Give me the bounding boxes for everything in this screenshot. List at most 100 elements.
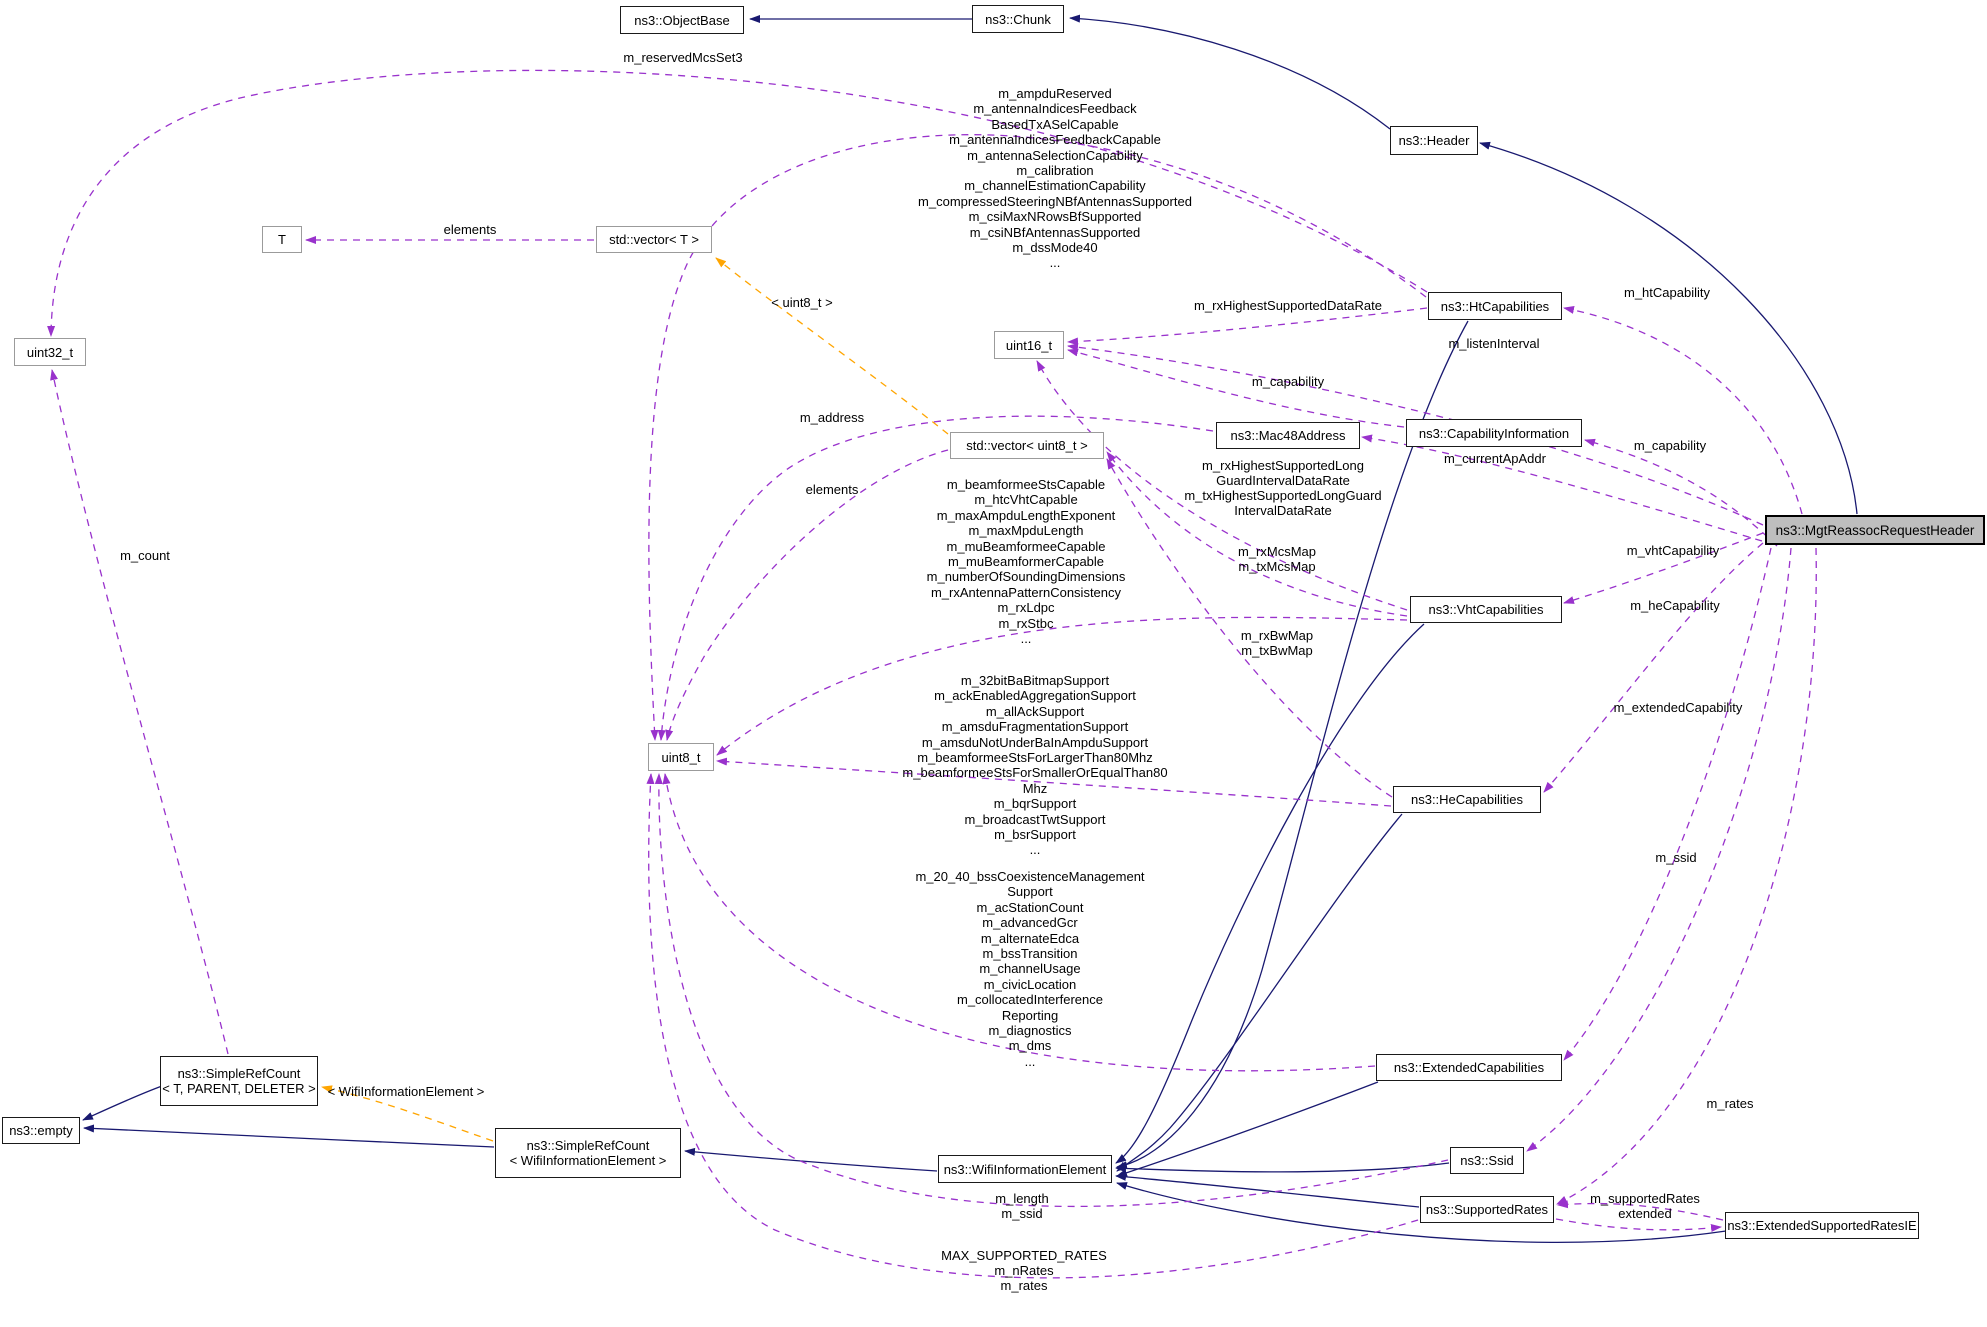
edge-usage-suprates-uint8-maxrates <box>646 773 1419 1279</box>
edge-label-extended: extended <box>1618 1206 1672 1221</box>
edge-label-elements-u8: elements <box>805 482 859 497</box>
node-vector-t-label: std::vector< T > <box>609 232 699 247</box>
edge-label-elements-t: elements <box>443 222 497 237</box>
edge-usage-extrates-suprates-supportedrates <box>1557 1200 1724 1221</box>
node-vhtcapabilities-label: ns3::VhtCapabilities <box>1428 602 1544 617</box>
edge-usage-mgt-mac48-currentapaddr <box>1361 434 1763 542</box>
edge-usage-mgt-ssid-ssid <box>1526 547 1792 1152</box>
node-vhtcapabilities[interactable]: ns3::VhtCapabilities <box>1410 596 1562 623</box>
node-uint8-label: uint8_t <box>661 749 701 765</box>
edge-label-hecapability: m_heCapability <box>1630 598 1720 613</box>
edge-label-capability-mgt: m_capability <box>1633 438 1707 453</box>
edge-usage-vht-uint8-members <box>716 616 1408 756</box>
node-ssid[interactable]: ns3::Ssid <box>1450 1147 1524 1174</box>
node-simplerefcount-wifiie[interactable]: ns3::SimpleRefCount < WifiInformationEle… <box>495 1128 681 1178</box>
node-uint8: uint8_t <box>648 743 714 771</box>
node-wifiinformationelement[interactable]: ns3::WifiInformationElement <box>938 1155 1112 1183</box>
edge-usage-vht-vectoru8-mcsmap <box>1106 451 1408 617</box>
node-header-label: ns3::Header <box>1398 133 1470 148</box>
edge-label-capability-uint16: m_capability <box>1251 374 1325 389</box>
edge-usage-ssid-uint8-lengthssid <box>654 773 1449 1208</box>
edge-inherit-extcap-wifiie <box>1116 1081 1379 1177</box>
edge-usage-htcap-uint16-rxhighest <box>1067 307 1428 346</box>
edge-inherit-suprates-wifiie <box>1115 1172 1420 1208</box>
edge-label-max-supported-rates: MAX_SUPPORTED_RATES m_nRates m_rates <box>941 1248 1107 1293</box>
edge-label-rates: m_rates <box>1706 1096 1754 1111</box>
edge-usage-htcap-uint32-reservedmcsset3 <box>47 69 1428 337</box>
node-empty[interactable]: ns3::empty <box>2 1117 80 1144</box>
edge-usage-capinfo-uint16-capability <box>1067 348 1405 428</box>
edge-usage-src1-uint32-count <box>50 369 229 1055</box>
node-htcapabilities[interactable]: ns3::HtCapabilities <box>1428 292 1562 320</box>
edge-label-template-wifiie: < WifiInformationElement > <box>327 1084 485 1099</box>
node-empty-label: ns3::empty <box>9 1123 73 1138</box>
node-chunk-label: ns3::Chunk <box>985 11 1051 27</box>
node-mgtreassocrequestheader[interactable]: ns3::MgtReassocRequestHeader <box>1765 515 1985 545</box>
node-htcapabilities-label: ns3::HtCapabilities <box>1440 298 1550 314</box>
node-vector-t: std::vector< T > <box>596 226 712 253</box>
node-uint16-label: uint16_t <box>1005 337 1053 353</box>
edge-label-rxhighestdatarate: m_rxHighestSupportedDataRate <box>1194 298 1382 313</box>
edge-label-template-uint8: < uint8_t > <box>771 295 833 310</box>
node-ssid-label: ns3::Ssid <box>1460 1153 1514 1168</box>
edge-usage-mgt-uint16-listeninterval <box>1067 343 1764 526</box>
edge-usage-extcap-uint8-members <box>662 773 1376 1072</box>
node-supportedrates-label: ns3::SupportedRates <box>1425 1202 1549 1217</box>
node-objectbase[interactable]: ns3::ObjectBase <box>620 6 744 34</box>
edge-inherit-vht-wifiie <box>1115 623 1425 1164</box>
edge-inherit-src1-empty <box>82 1085 163 1121</box>
node-simplerefcount-template[interactable]: ns3::SimpleRefCount < T, PARENT, DELETER… <box>160 1056 318 1106</box>
hecapabilities-members-label: m_32bitBaBitmapSupport m_ackEnabledAggre… <box>902 673 1168 858</box>
edge-usage-he-vectoru8-bwmap <box>1106 458 1393 798</box>
edge-label-listeninterval: m_listenInterval <box>1448 336 1540 351</box>
edge-inherit-wifiie-src2 <box>684 1147 938 1172</box>
edge-label-ssid: m_ssid <box>1655 850 1697 865</box>
edge-label-longguard: m_rxHighestSupportedLong GuardIntervalDa… <box>1184 458 1382 518</box>
node-uint32-label: uint32_t <box>26 344 74 360</box>
node-hecapabilities-label: ns3::HeCapabilities <box>1410 792 1523 807</box>
node-extendedcapabilities-label: ns3::ExtendedCapabilities <box>1393 1060 1545 1075</box>
edge-usage-mgt-suprates-rates <box>1556 547 1817 1205</box>
node-chunk[interactable]: ns3::Chunk <box>972 5 1064 33</box>
edge-usage-vht-uint16-longguard <box>1036 360 1408 611</box>
node-mac48address[interactable]: ns3::Mac48Address <box>1216 422 1360 449</box>
edge-inherit-header-chunk <box>1069 14 1391 130</box>
edge-usage-mgt-capinfo-capability <box>1584 438 1778 547</box>
node-capabilityinformation[interactable]: ns3::CapabilityInformation <box>1406 419 1582 447</box>
node-header[interactable]: ns3::Header <box>1390 126 1478 155</box>
node-simplerefcount-wifiie-label: ns3::SimpleRefCount < WifiInformationEle… <box>509 1138 667 1168</box>
node-extendedsupportedratesie-label: ns3::ExtendedSupportedRatesIE <box>1727 1218 1917 1233</box>
edge-inherit-he-wifiie <box>1116 813 1403 1172</box>
edge-usage-mac48-uint8-address <box>657 415 1214 741</box>
node-uint32: uint32_t <box>14 338 86 366</box>
edge-label-mcsmap: m_rxMcsMap m_txMcsMap <box>1237 544 1317 574</box>
node-objectbase-label: ns3::ObjectBase <box>634 12 730 28</box>
node-hecapabilities[interactable]: ns3::HeCapabilities <box>1393 786 1541 813</box>
node-vector-uint8: std::vector< uint8_t > <box>950 432 1104 459</box>
node-mac48address-label: ns3::Mac48Address <box>1230 428 1346 443</box>
edge-label-currentapaddr: m_currentApAddr <box>1444 451 1546 466</box>
edge-template-vectoru8-vectort <box>715 257 949 435</box>
node-simplerefcount-template-label: ns3::SimpleRefCount < T, PARENT, DELETER… <box>162 1066 316 1096</box>
edge-usage-mgt-vht-vhtcapability <box>1563 532 1764 604</box>
node-capabilityinformation-label: ns3::CapabilityInformation <box>1418 425 1570 441</box>
edge-usage-suprates-extrates-extended <box>1555 1218 1722 1232</box>
edge-label-supportedrates: m_supportedRates <box>1590 1191 1700 1206</box>
node-t: T <box>262 226 302 253</box>
node-extendedsupportedratesie[interactable]: ns3::ExtendedSupportedRatesIE <box>1725 1212 1919 1239</box>
extendedcapabilities-members-label: m_20_40_bssCoexistenceManagement Support… <box>915 869 1145 1069</box>
node-extendedcapabilities[interactable]: ns3::ExtendedCapabilities <box>1376 1054 1562 1081</box>
htcapabilities-members-label: m_ampduReserved m_antennaIndicesFeedback… <box>918 86 1192 271</box>
edge-label-vhtcapability: m_vhtCapability <box>1626 543 1720 558</box>
edge-label-count: m_count <box>120 548 170 563</box>
edge-inherit-mgt-header <box>1479 141 1858 515</box>
edge-usage-htcap-uint8-members <box>648 134 1427 741</box>
edge-label-bwmap: m_rxBwMap m_txBwMap <box>1240 628 1314 658</box>
edge-label-length-ssid: m_length m_ssid <box>995 1191 1049 1221</box>
edge-inherit-extrates-wifiie <box>1116 1182 1727 1244</box>
node-supportedrates[interactable]: ns3::SupportedRates <box>1420 1196 1554 1223</box>
edge-inherit-ssid-wifiie <box>1115 1162 1450 1173</box>
node-wifiinformationelement-label: ns3::WifiInformationElement <box>943 1161 1107 1177</box>
